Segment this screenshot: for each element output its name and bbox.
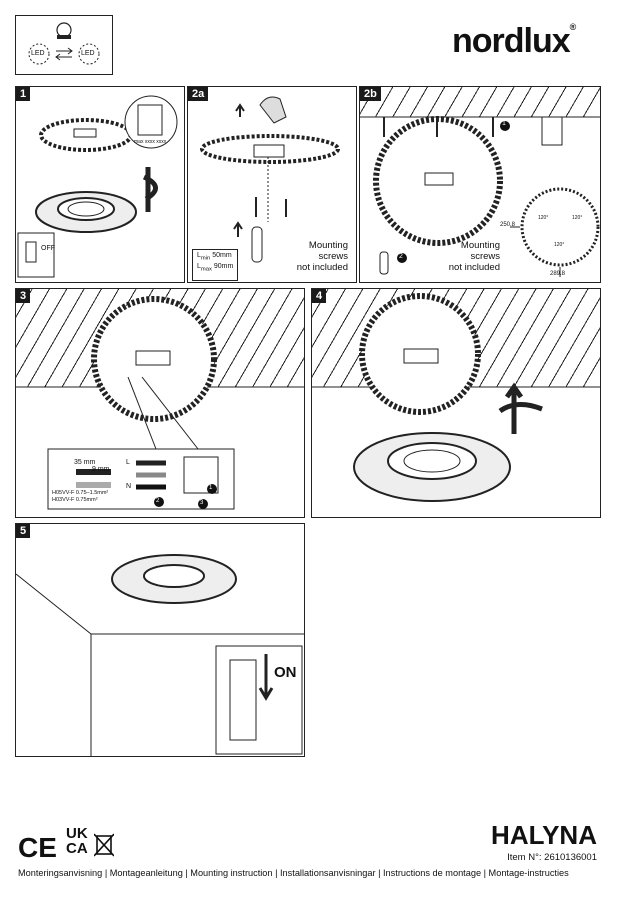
- marker-c3: 3: [200, 500, 204, 506]
- step-2b-label: 2b: [360, 87, 381, 101]
- product-name: HALYNA: [491, 820, 597, 850]
- led-label-a: LED: [31, 50, 45, 57]
- step-1-label: 1: [16, 87, 31, 101]
- step-3-panel: 3 35 mm 9 mm L N H05VV-F 0.75–1.5mm² H03…: [15, 288, 305, 518]
- led-label-b: LED: [81, 50, 95, 57]
- switch-on-label: ON: [274, 664, 297, 681]
- led-icon-illustration: [28, 22, 100, 65]
- weee-bin-icon: [94, 833, 114, 857]
- step-3-label: 3: [16, 289, 31, 303]
- step-4-label: 4: [312, 289, 327, 303]
- step-4-panel: 4: [311, 288, 601, 518]
- mini-label: max xxxx xxxx: [134, 139, 167, 145]
- step-2b-panel: 2b 1 2 250.8 289.8 120° 120° 120° Mounti…: [359, 86, 601, 283]
- marker-1: 1: [502, 120, 506, 127]
- marker-2: 2: [399, 253, 403, 260]
- wire-strip-9: 9 mm: [92, 466, 110, 473]
- dim-vertical: 250.8: [500, 222, 516, 228]
- switch-off-label: OFF: [41, 245, 55, 252]
- marker-c1: 1: [209, 485, 213, 491]
- step-5-illustration: [16, 554, 304, 756]
- dim-horizontal: 289.8: [550, 271, 566, 277]
- wire-strip-35: 35 mm: [74, 459, 96, 466]
- item-number: Item N°: 2610136001: [507, 852, 597, 863]
- angle-a: 120°: [538, 215, 549, 221]
- ceiling-hatch: [360, 87, 600, 117]
- step-5-label: 5: [16, 524, 31, 538]
- step-5-panel: 5 ON: [15, 523, 305, 757]
- led-replace-box: LED LED: [15, 15, 113, 75]
- terminal-l: L: [126, 459, 130, 466]
- cable-spec-1: H05VV-F 0.75–1.5mm²: [52, 490, 109, 496]
- step-2a-label: 2a: [188, 87, 209, 101]
- marker-c2: 2: [156, 498, 160, 504]
- angle-b: 120°: [572, 215, 583, 221]
- terminal-n: N: [126, 483, 132, 490]
- angle-c: 120°: [554, 242, 565, 248]
- brand-logo: nordlux®: [452, 22, 576, 60]
- step-1-illustration: [17, 95, 178, 278]
- step-2b-illustration: [360, 116, 600, 277]
- ce-mark: CE: [18, 832, 57, 863]
- step-3-illustration: [16, 296, 304, 510]
- step-4-illustration: [312, 293, 600, 502]
- step-1-panel: 1 OFF max xxxx xxxx: [15, 86, 185, 283]
- step-2a-illustration: [200, 96, 340, 263]
- cable-spec-2: H03VV-F 0.75mm²: [52, 497, 98, 503]
- instructions-languages: Monteringsanvisning | Montageanleitung |…: [18, 868, 569, 878]
- length-spec-box: Lmin 50mm Lmax 90mm: [192, 249, 238, 281]
